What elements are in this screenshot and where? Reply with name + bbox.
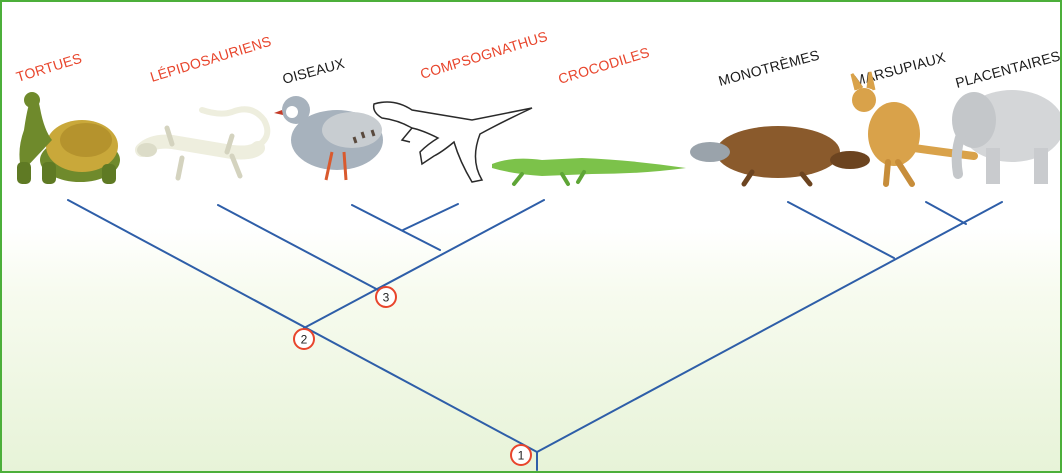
branch-tortues — [68, 200, 537, 452]
label-lepidosauriens: LÉPIDOSAURIENS — [148, 33, 273, 85]
node-3-marker: 3 — [376, 287, 396, 307]
node-1-marker: 1 — [511, 445, 531, 465]
partridge-illustration — [274, 96, 383, 180]
branch-placentaires — [537, 202, 1002, 452]
label-monotremes: MONOTRÈMES — [717, 47, 821, 89]
cladogram-branches — [68, 200, 1002, 470]
node-2-marker: 2 — [294, 329, 314, 349]
taxon-labels: TORTUES LÉPIDOSAURIENS OISEAUX COMPSOGNA… — [14, 28, 1062, 91]
branch-oiseaux — [352, 205, 440, 250]
elephant-illustration — [952, 90, 1062, 184]
branch-compsognathus — [403, 204, 458, 230]
node-2-number: 2 — [301, 333, 308, 347]
tortoise-illustration — [17, 92, 120, 184]
label-oiseaux: OISEAUX — [281, 55, 347, 87]
node-1-number: 1 — [518, 449, 525, 463]
branch-monotremes — [788, 202, 894, 258]
branch-lepidosauriens — [218, 205, 382, 292]
label-tortues: TORTUES — [14, 50, 84, 85]
label-placentaires: PLACENTAIRES — [954, 48, 1062, 91]
node-3-number: 3 — [383, 291, 390, 305]
branch-marsupiaux — [926, 202, 966, 224]
platypus-illustration — [690, 126, 870, 184]
lizard-illustration — [137, 109, 267, 178]
label-compsognathus: COMPSOGNATHUS — [418, 28, 549, 82]
label-marsupiaux: MARSUPIAUX — [852, 49, 948, 89]
label-crocodiles: CROCODILES — [556, 44, 651, 87]
crocodile-illustration — [492, 158, 686, 184]
